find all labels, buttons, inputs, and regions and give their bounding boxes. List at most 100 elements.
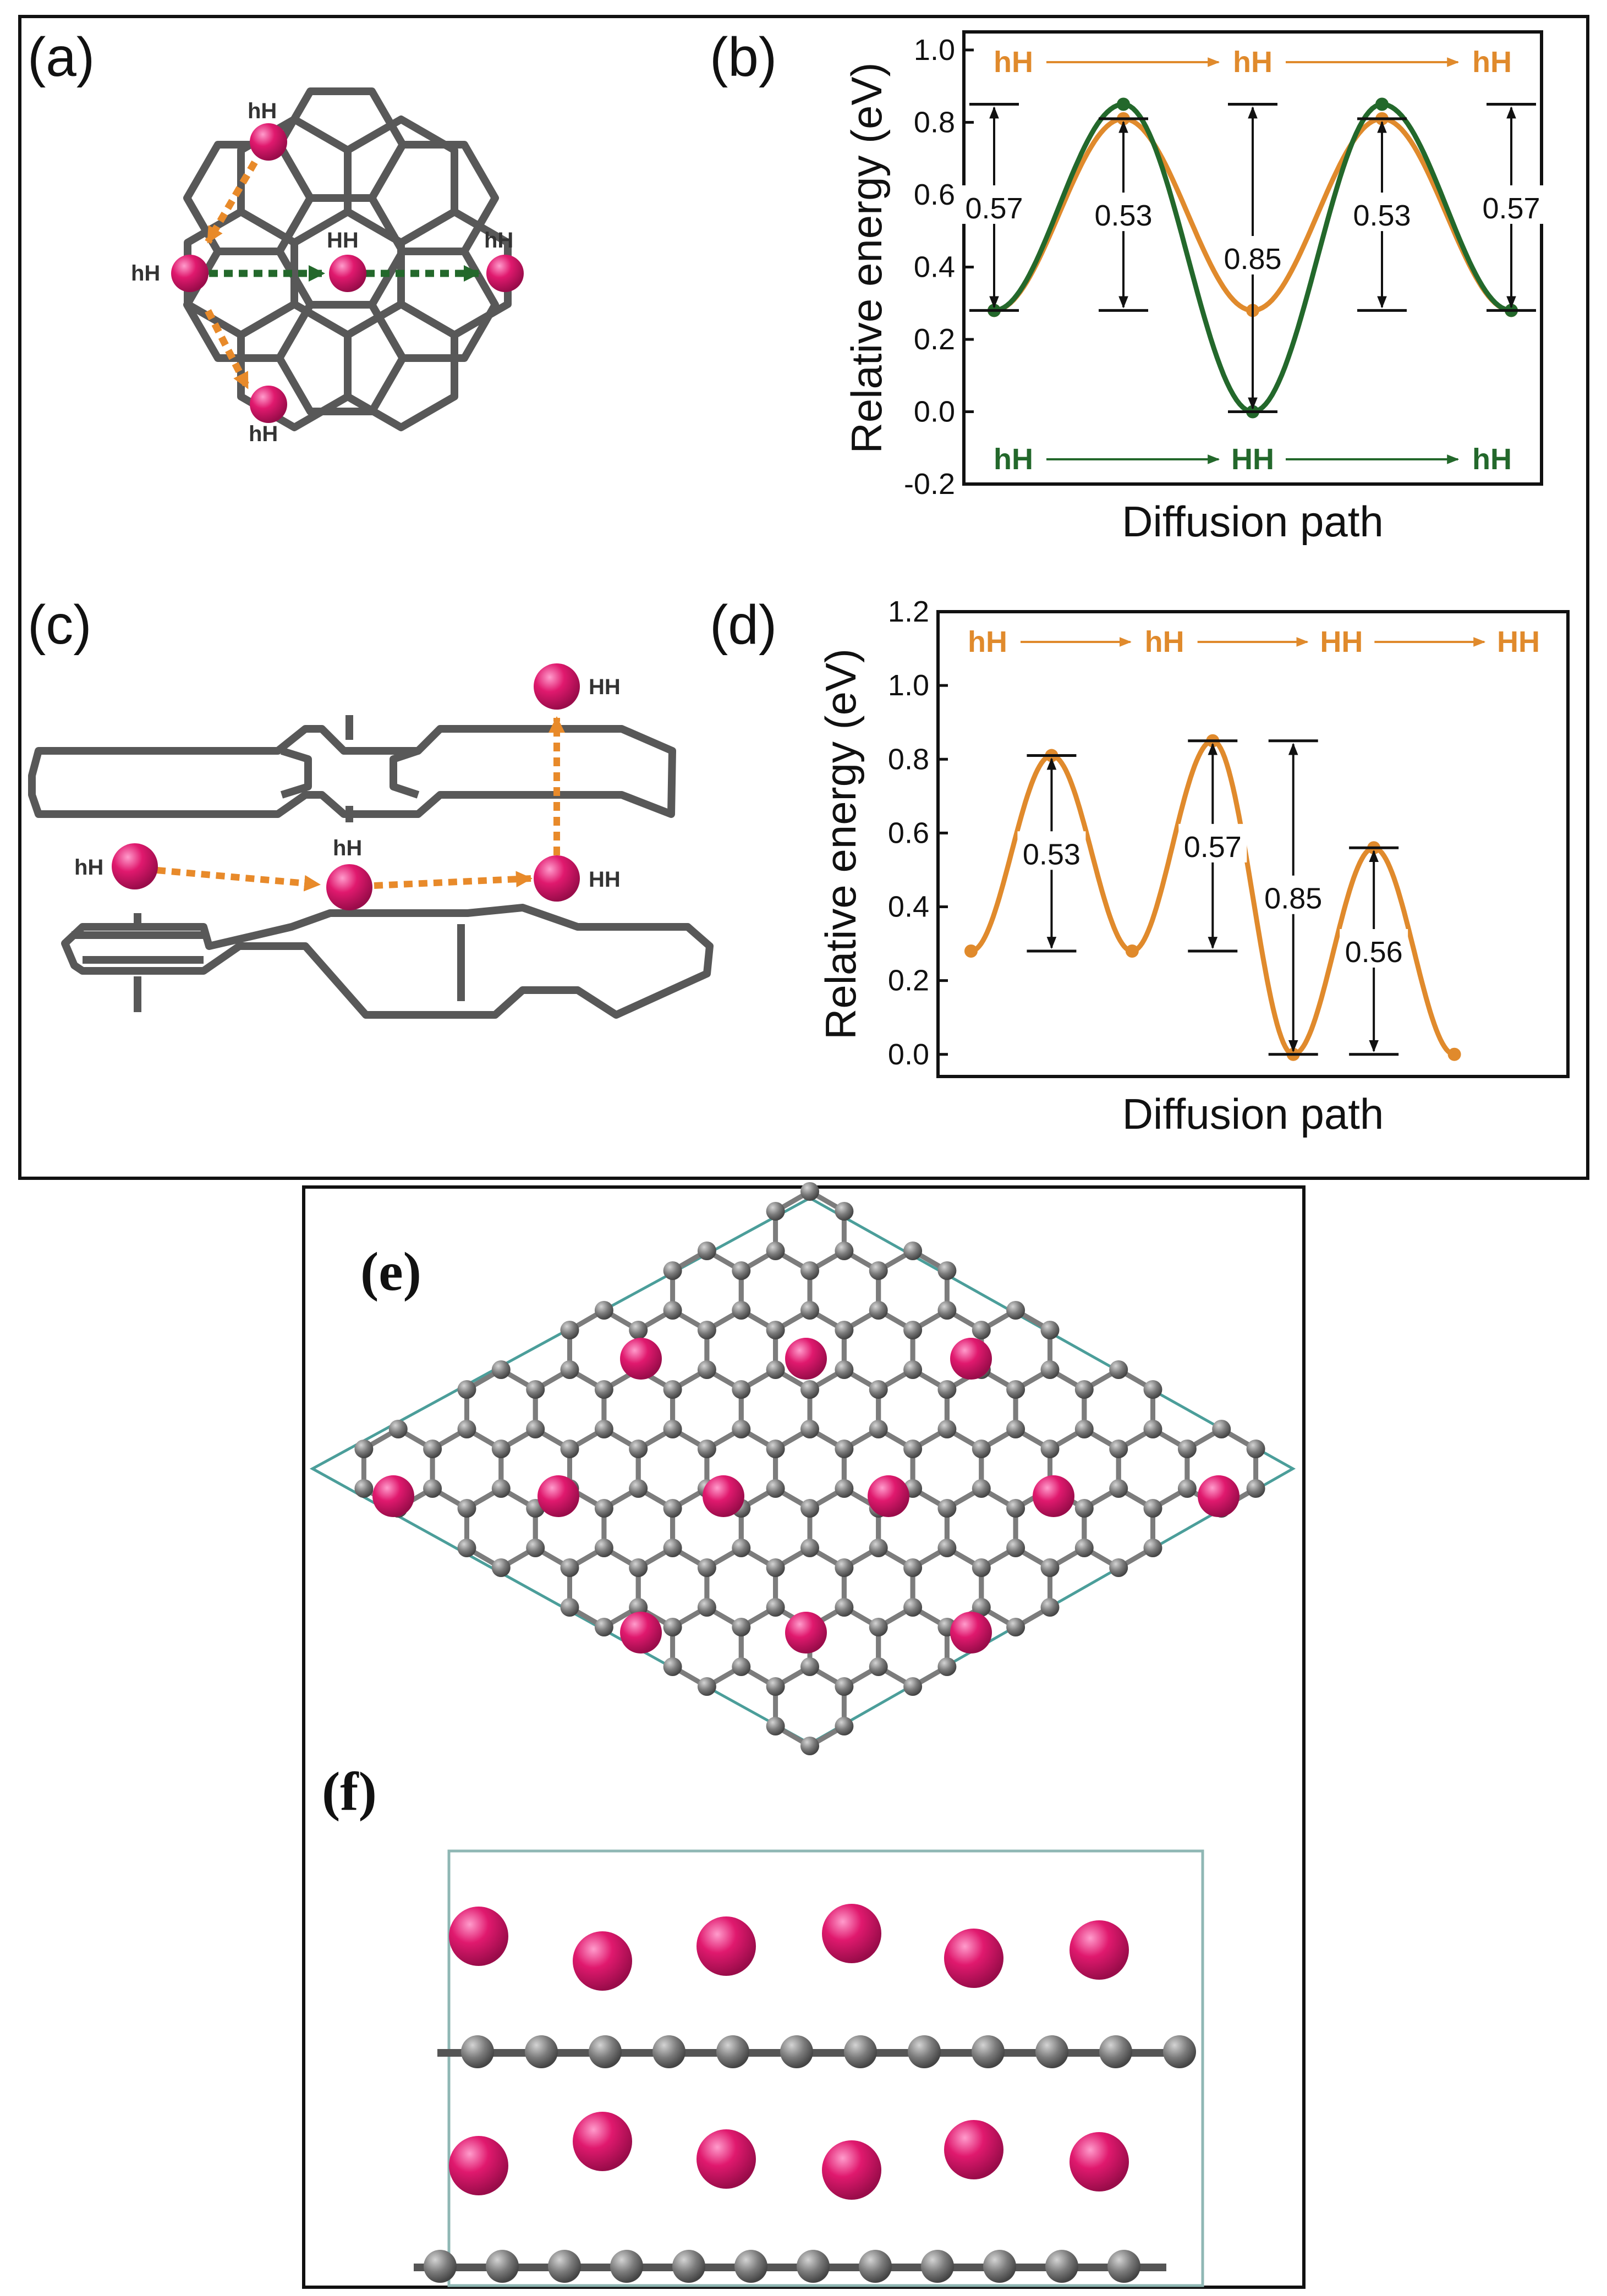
y-tick-label: 0.6 [888,816,929,849]
graphene-layer-upper [28,725,676,818]
panel-f-side-view-atoms [414,1904,1196,2283]
data-point [1125,944,1139,958]
carbon-atom [835,1242,854,1260]
arrow-hH-to-hH [156,867,321,892]
carbon-atom [732,1261,751,1280]
graphene-hexagon [368,141,499,255]
carbon-atom [732,1420,751,1438]
mg-atom [822,1904,881,1963]
barrier-label: 0.85 [1224,243,1281,276]
site-label: hH [333,836,362,860]
panel-c-migration-arrows [156,716,565,892]
path-node-label: hH [994,443,1033,476]
barrier-label-bg [1178,823,1247,863]
carbon-atom [732,1657,751,1676]
carbon-atom [491,1479,511,1498]
panel-c-mg-atoms [112,663,580,910]
carbon-atom [560,1360,579,1379]
mg-atom [950,1612,992,1654]
site-label: hH [74,855,103,880]
carbon-atom [835,1598,854,1617]
carbon-atom [869,1618,888,1636]
mg-atom [944,1929,1003,1988]
y-tick-label: 0.2 [914,323,955,356]
carbon-atom [1006,1380,1025,1399]
carbon-atom [800,1182,819,1201]
carbon-atom [937,1301,957,1320]
barrier-label-bg [1340,929,1408,968]
carbon-atom [1040,1558,1060,1577]
carbon-atom [1109,1440,1128,1458]
carbon-atom [1040,1598,1060,1617]
data-point [1117,97,1130,111]
carbon-atom [835,1440,854,1458]
carbon-atom [652,2035,685,2068]
carbon-atom [457,1420,476,1438]
carbon-atom [766,1202,785,1221]
carbon-atom [716,2035,749,2068]
carbon-atom [766,1242,785,1260]
carbon-atom [921,2250,954,2283]
carbon-atom [697,1242,716,1260]
carbon-atom [560,1321,579,1339]
carbon-atom [1107,2250,1140,2283]
carbon-atom [1109,1360,1128,1379]
mg-atom [112,843,158,889]
carbon-atom [835,1558,854,1577]
site-label: HH [589,867,621,892]
barrier-label-bg [1219,236,1287,274]
carbon-atom [663,1261,682,1280]
carbon-atom [457,1539,476,1557]
carbon-atom [491,1360,511,1379]
carbon-atom [354,1440,374,1458]
carbon-atom [835,1717,854,1735]
carbon-atom [461,2035,494,2068]
carbon-atom [766,1598,785,1617]
x-axis-label: Diffusion path [1122,1090,1384,1138]
barrier-label: 0.53 [1023,838,1081,871]
carbon-atom [388,1420,408,1438]
carbon-atom [423,1479,442,1498]
mg-atom [486,255,524,292]
carbon-atom [800,1539,819,1557]
carbon-atom [869,1261,888,1280]
carbon-atom [903,1598,923,1617]
graphene-layer-upper-inner [280,747,420,799]
carbon-atom [903,1440,923,1458]
mg-atom [785,1338,827,1380]
carbon-atom [972,1479,991,1498]
carbon-atom [937,1420,957,1438]
carbon-atom [697,1598,716,1617]
carbon-atom [732,1301,751,1320]
site-label: hH [131,261,160,285]
carbon-atom [354,1479,374,1498]
mg-atom [822,2140,881,2200]
carbon-atom [937,1380,957,1399]
barrier-label-bg [1017,831,1086,870]
graphene-hexagon [876,1604,950,1690]
mg-atom [620,1612,662,1654]
barrier-label-bg [1348,193,1416,232]
carbon-atom [525,2035,558,2068]
barrier-label-bg [1477,185,1545,224]
panel-e-label: (e) [360,1241,421,1302]
graphene-hexagon [464,1485,538,1571]
panel-a-migration-arrows [205,160,480,389]
carbon-atom [800,1657,819,1676]
carbon-atom [594,1499,613,1518]
mg-atom [326,864,372,910]
mg-atom [329,255,366,292]
y-tick-label: 0.8 [914,106,955,139]
carbon-atom [663,1618,682,1636]
carbon-atom [1074,1539,1094,1557]
y-axis-label: Relative energy (eV) [842,63,891,454]
carbon-atom [1074,1380,1094,1399]
barrier-label: 0.85 [1264,882,1322,915]
carbon-atom [800,1301,819,1320]
carbon-atom [560,1598,579,1617]
carbon-atom [869,1380,888,1399]
y-axis-label: Relative energy (eV) [816,649,865,1040]
path-node-label: hH [1472,443,1512,476]
top-figure-frame [18,15,1589,1180]
